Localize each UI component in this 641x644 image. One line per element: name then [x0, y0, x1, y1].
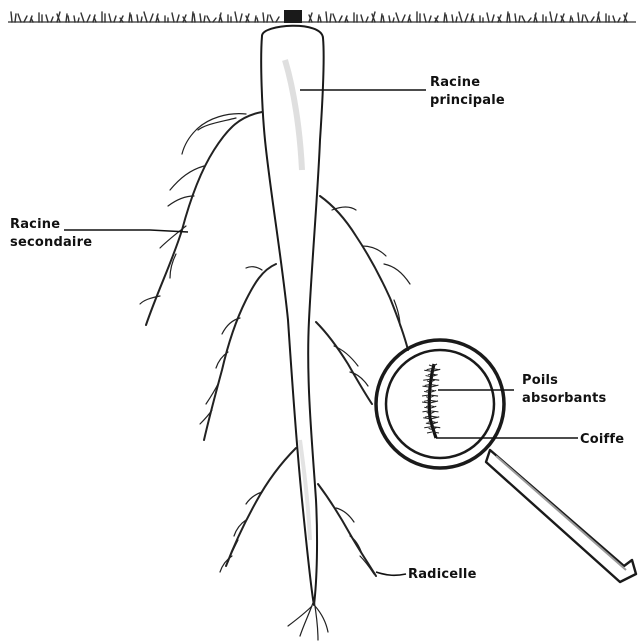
main-root [261, 26, 323, 605]
magnifying-glass-icon [376, 340, 636, 582]
secondary-roots-right [316, 196, 410, 576]
leader-lines [64, 90, 578, 575]
grass [11, 12, 627, 22]
stem-base [284, 10, 302, 23]
label-racine-secondaire: Racine secondaire [10, 217, 92, 250]
label-racine-principale-line1: Racine [430, 75, 480, 90]
soil-surface [8, 12, 636, 22]
root-tip [288, 600, 328, 640]
magnified-root-hairs [422, 364, 440, 438]
label-coiffe: Coiffe [580, 432, 624, 447]
label-poils-absorbants-line2: absorbants [522, 391, 607, 406]
label-racine-principale-line2: principale [430, 93, 505, 108]
label-racine-secondaire-line2: secondaire [10, 235, 92, 250]
secondary-roots-left [140, 112, 296, 572]
label-poils-absorbants: Poils absorbants [522, 373, 607, 406]
label-poils-absorbants-line1: Poils [522, 373, 558, 388]
label-radicelle: Radicelle [408, 567, 477, 582]
label-racine-principale: Racine principale [430, 75, 505, 108]
label-racine-secondaire-line1: Racine [10, 217, 60, 232]
